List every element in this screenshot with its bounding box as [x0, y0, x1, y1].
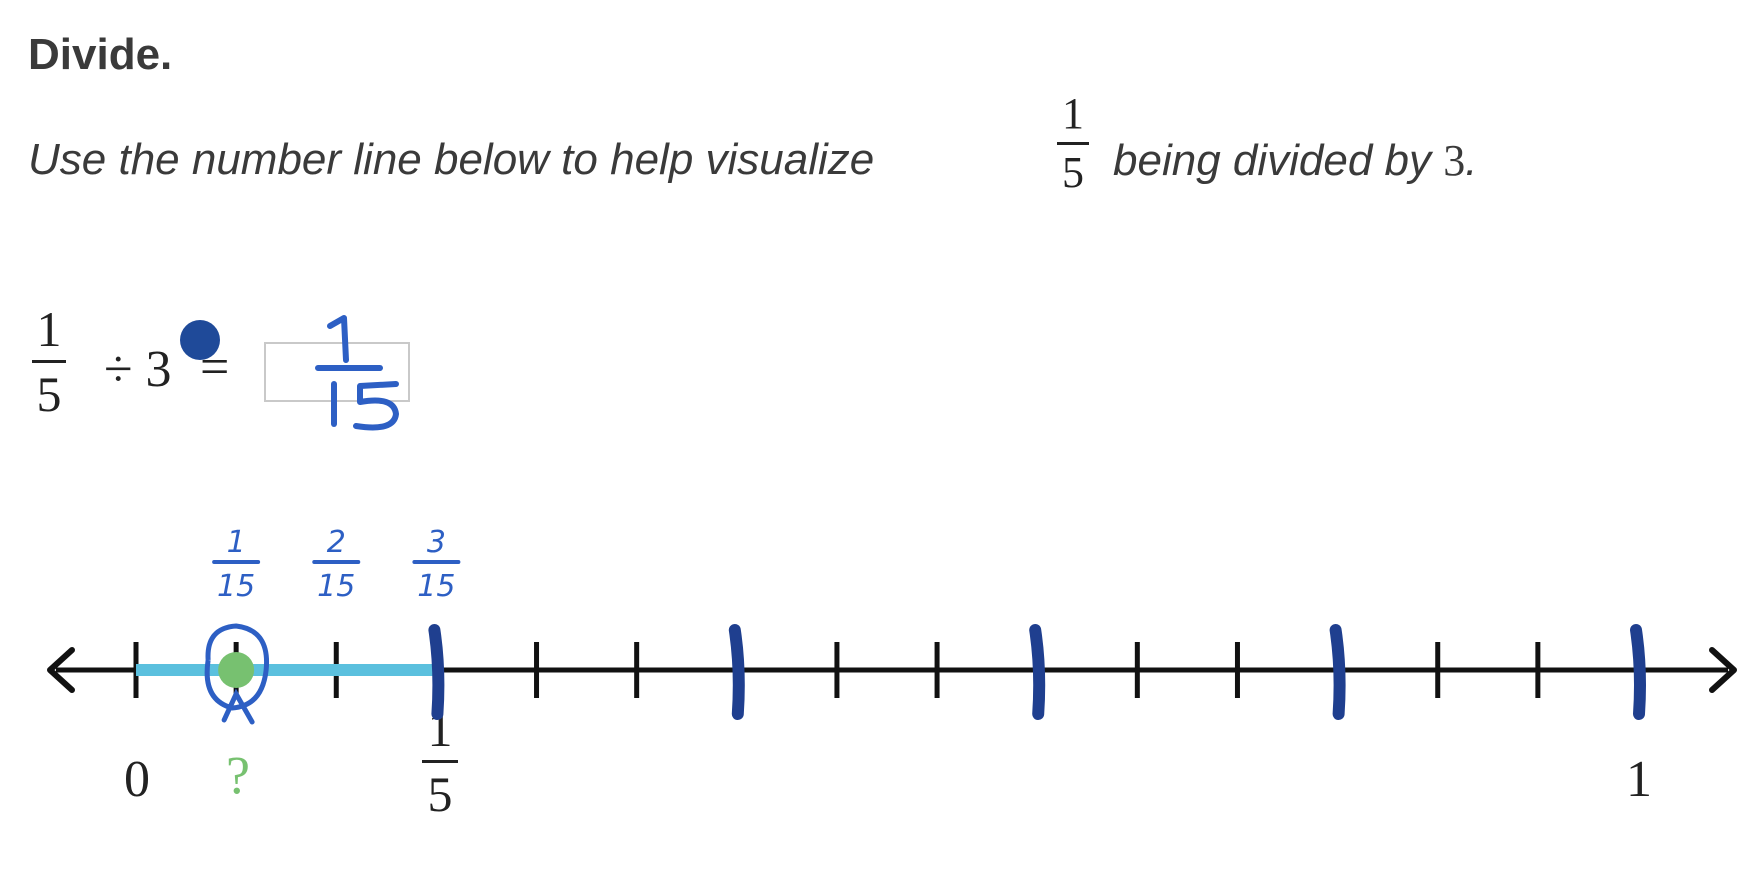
handwritten-label-numerator: 1: [227, 525, 246, 560]
division-operator: ÷ 3: [104, 341, 172, 398]
instruction-fraction-denominator: 5: [1062, 148, 1084, 197]
handwritten-label-denominator: 15: [217, 569, 255, 604]
instruction-fraction-numerator: 1: [1062, 89, 1084, 138]
equation-fraction: 1 5: [32, 304, 66, 419]
point-arrow-annotation: [221, 688, 255, 725]
handwritten-label-denominator: 15: [317, 569, 355, 604]
handwritten-annotations: 1 15 2 15 3 15: [204, 525, 1646, 725]
number-line-label-one: 1: [1626, 751, 1652, 808]
instruction-fraction: 1 5: [1057, 92, 1089, 195]
instruction-period: .: [1465, 136, 1478, 185]
equation-fraction-numerator: 1: [36, 301, 62, 357]
right-arrow-icon: [1709, 647, 1737, 693]
number-line-label-zero: 0: [124, 751, 150, 808]
fifth-emphasis-mark: [1029, 624, 1046, 720]
fraction-bar: [422, 760, 458, 763]
fraction-bar: [1057, 142, 1089, 145]
fifth-emphasis-mark: [1630, 624, 1646, 720]
left-arrow-icon: [47, 647, 75, 693]
handwritten-label-numerator: 3: [427, 525, 446, 560]
instruction-part-2: being divided by: [1113, 136, 1432, 185]
fraction-bar: [32, 360, 66, 363]
instruction-text-2: being divided by 3.: [1113, 135, 1477, 186]
unknown-point: [218, 652, 255, 688]
tick-fraction-denominator: 5: [427, 766, 453, 822]
instruction-divisor: 3: [1443, 136, 1466, 185]
handwritten-label-denominator: 15: [417, 569, 455, 604]
instruction-text: Use the number line below to help visual…: [28, 135, 874, 185]
page-title: Divide.: [28, 30, 173, 79]
equation-fraction-denominator: 5: [36, 366, 62, 422]
fifth-emphasis-mark: [428, 624, 445, 720]
circled-point-annotation: [204, 623, 270, 711]
number-line-highlight: [136, 652, 437, 688]
pen-cursor-dot: [180, 320, 220, 360]
handwritten-answer: [315, 315, 399, 431]
fifth-emphasis-mark: [1329, 624, 1346, 720]
instruction-part-1: Use the number line below to help visual…: [28, 135, 875, 184]
fifth-emphasis-mark: [728, 624, 745, 720]
unknown-value-label: ?: [226, 745, 250, 805]
handwritten-label-numerator: 2: [327, 525, 346, 560]
